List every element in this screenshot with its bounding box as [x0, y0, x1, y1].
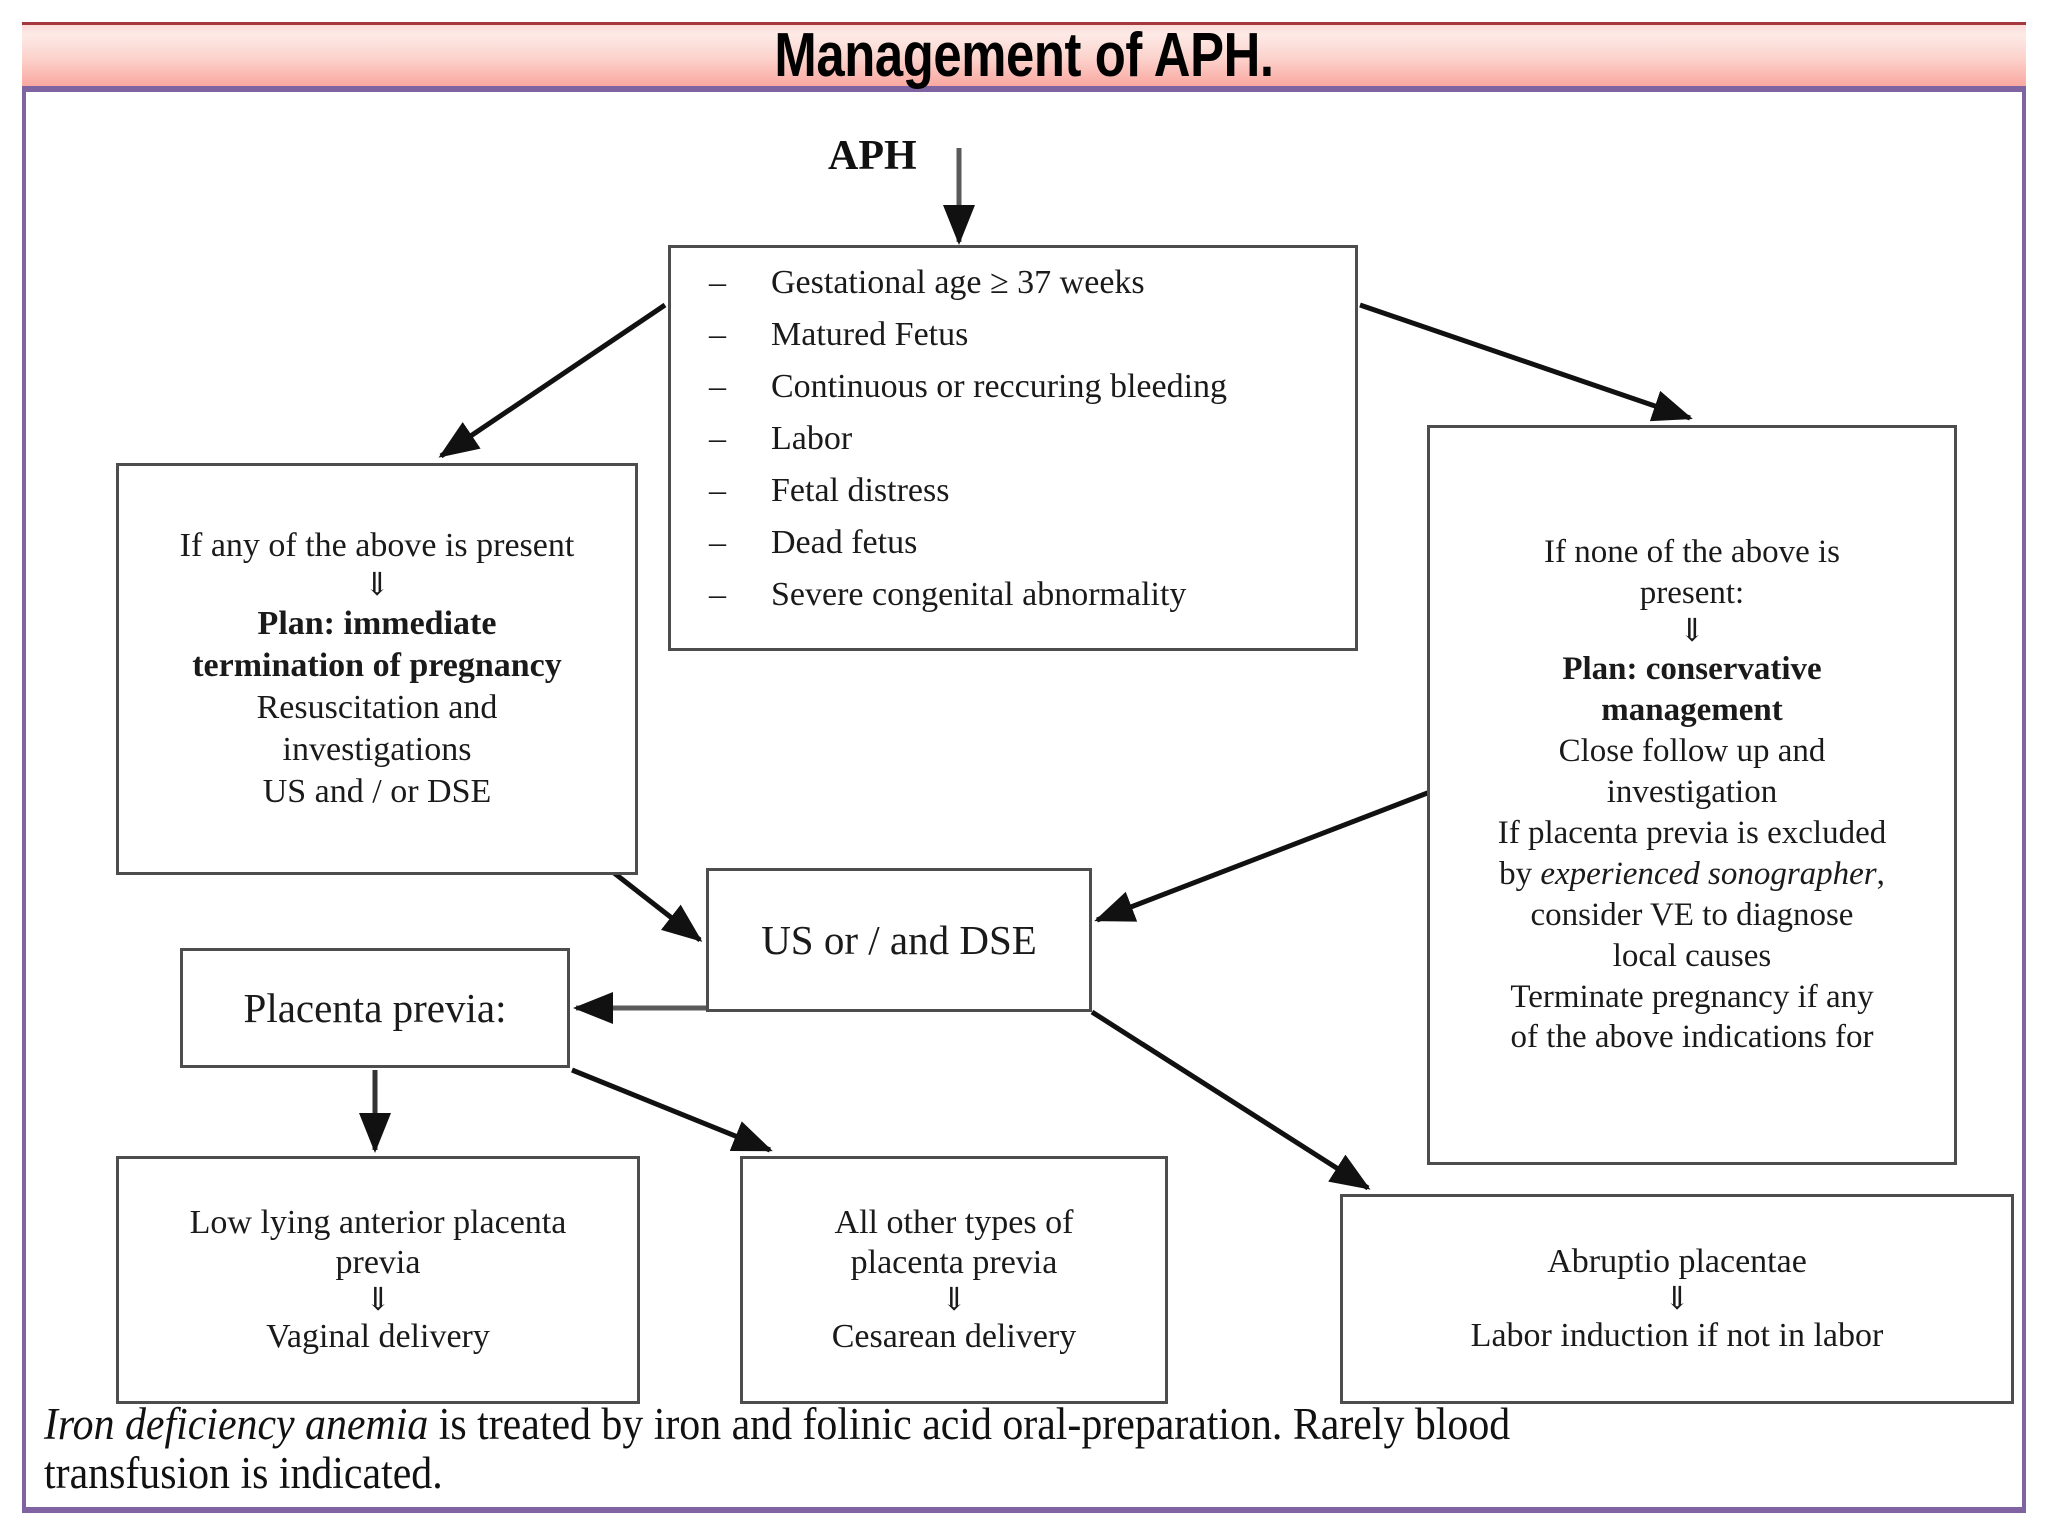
right-plan-line-1: Plan: conservative: [1562, 651, 1822, 688]
bullet-dash: –: [709, 264, 726, 301]
footer-rest: is treated by iron and folinic acid oral…: [44, 1399, 1511, 1498]
down-double-arrow-icon: ⇓: [940, 1281, 968, 1318]
footer-emphasis: Iron deficiency anemia: [44, 1399, 429, 1449]
node-criteria-list: – Gestational age ≥ 37 weeks – Matured F…: [668, 245, 1358, 651]
bullet-dash: –: [709, 368, 726, 405]
bullet-dash: –: [709, 420, 726, 457]
right-line-8: local causes: [1612, 937, 1772, 974]
down-double-arrow-icon: ⇓: [363, 565, 391, 602]
down-double-arrow-icon: ⇓: [364, 1281, 392, 1318]
right-line-5: If placenta previa is excluded: [1497, 814, 1887, 851]
right-line-6-post: ,: [1876, 855, 1885, 892]
right-line-9: Terminate pregnancy if any: [1510, 978, 1874, 1015]
node-immediate-termination: If any of the above is present ⇓ Plan: i…: [116, 463, 638, 875]
node-us-dse: US or / and DSE: [706, 868, 1092, 1012]
left-line-5: US and / or DSE: [262, 773, 492, 811]
right-line-6-emphasis: experienced sonographer: [1540, 855, 1877, 892]
criteria-item-label: Severe congenital abnormality: [771, 576, 1187, 613]
right-line-1: If none of the above is: [1544, 533, 1840, 570]
node-low-lying-previa: Low lying anterior placenta previa ⇓ Vag…: [116, 1156, 640, 1404]
criteria-item-label: Gestational age ≥ 37 weeks: [771, 264, 1145, 301]
bullet-dash: –: [709, 472, 726, 509]
abruptio-line-3: Labor induction if not in labor: [1470, 1316, 1884, 1354]
bullet-dash: –: [709, 316, 726, 353]
right-line-10: of the above indications for: [1510, 1019, 1874, 1056]
left-line-3: Resuscitation and: [256, 688, 498, 726]
criteria-item-label: Continuous or reccuring bleeding: [771, 368, 1228, 405]
footer-note: Iron deficiency anemia is treated by iro…: [44, 1400, 1681, 1497]
node-all-other-previa: All other types of placenta previa ⇓ Ces…: [740, 1156, 1168, 1404]
allother-line-3: Cesarean delivery: [831, 1317, 1077, 1355]
title-banner: Management of APH.: [22, 21, 2026, 92]
down-double-arrow-icon: ⇓: [1663, 1280, 1691, 1317]
node-placenta-previa: Placenta previa:: [180, 948, 570, 1068]
criteria-item: – Continuous or reccuring bleeding: [701, 370, 1227, 422]
lowlying-line-1: Low lying anterior placenta: [189, 1204, 567, 1242]
criteria-item: – Labor: [701, 422, 852, 474]
right-line-2: present:: [1639, 574, 1745, 611]
criteria-item: – Gestational age ≥ 37 weeks: [701, 266, 1145, 318]
node-conservative-management: If none of the above is present: ⇓ Plan:…: [1427, 425, 1957, 1165]
placenta-previa-label: Placenta previa:: [243, 984, 507, 1031]
criteria-item-label: Matured Fetus: [771, 316, 969, 353]
criteria-item-label: Dead fetus: [771, 524, 918, 561]
entry-label-aph: APH: [828, 133, 917, 179]
criteria-item: – Dead fetus: [701, 526, 917, 578]
lowlying-line-3: Vaginal delivery: [266, 1317, 490, 1355]
right-plan-line-2: management: [1601, 691, 1783, 728]
right-line-6-pre: by: [1499, 855, 1541, 892]
left-line-1: If any of the above is present: [179, 526, 575, 564]
right-line-6: by experienced sonographer,: [1499, 855, 1885, 894]
criteria-item-label: Fetal distress: [771, 472, 950, 509]
down-double-arrow-icon: ⇓: [1678, 612, 1706, 649]
right-line-4: investigation: [1606, 773, 1778, 810]
left-plan-line-1: Plan: immediate: [257, 604, 497, 642]
left-line-4: investigations: [282, 730, 472, 768]
bullet-dash: –: [709, 576, 726, 613]
criteria-item: – Fetal distress: [701, 474, 949, 526]
right-line-7: consider VE to diagnose: [1530, 896, 1854, 933]
abruptio-line-1: Abruptio placentae: [1547, 1243, 1807, 1281]
right-line-3: Close follow up and: [1558, 732, 1826, 769]
bullet-dash: –: [709, 524, 726, 561]
criteria-item-label: Labor: [771, 420, 853, 457]
allother-line-1: All other types of: [834, 1204, 1074, 1242]
node-abruptio-placentae: Abruptio placentae ⇓ Labor induction if …: [1340, 1194, 2014, 1404]
criteria-item: – Matured Fetus: [701, 318, 968, 370]
allother-line-2: placenta previa: [850, 1244, 1058, 1282]
lowlying-line-2: previa: [335, 1244, 421, 1282]
criteria-item: – Severe congenital abnormality: [701, 578, 1186, 630]
left-plan-line-2: termination of pregnancy: [192, 646, 562, 684]
page-title: Management of APH.: [774, 21, 1274, 90]
us-dse-label: US or / and DSE: [761, 916, 1037, 963]
